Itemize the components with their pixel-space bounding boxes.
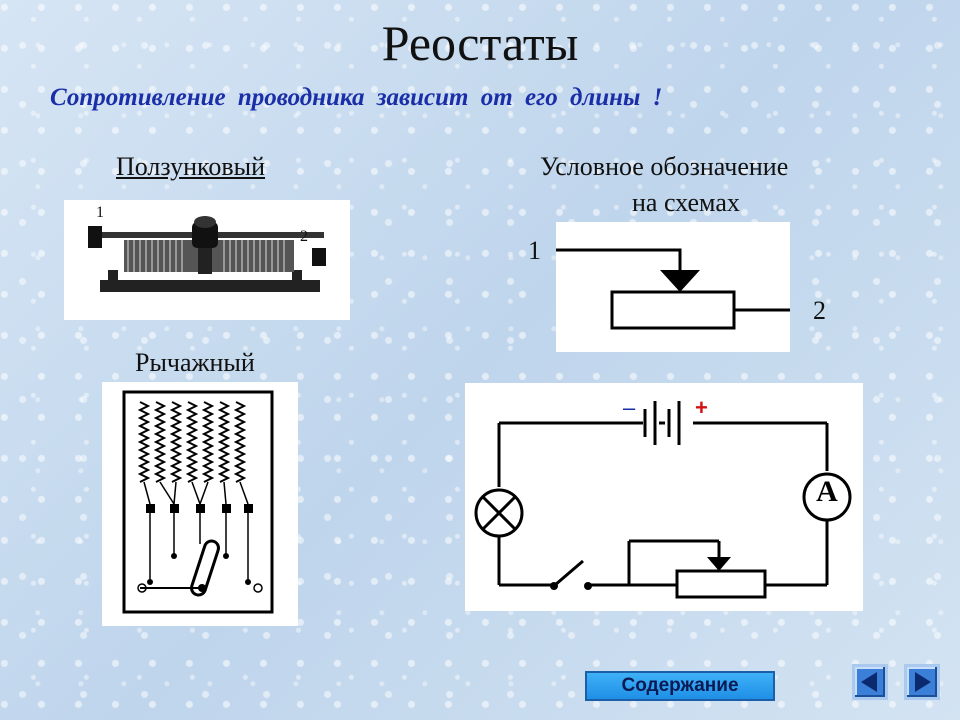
lever-rheostat-drawing <box>122 390 274 614</box>
next-slide-button[interactable] <box>904 664 940 700</box>
circuit-diagram: – + A <box>465 383 863 611</box>
contents-button[interactable]: Содержание <box>585 671 775 701</box>
slider-rheostat-picture: 1 2 <box>64 200 350 320</box>
symbol-terminal-2: 2 <box>813 296 826 325</box>
symbol-terminal-1: 1 <box>528 236 541 265</box>
page-title: Реостаты <box>381 15 579 71</box>
rheostat-symbol-icon <box>556 248 790 330</box>
slider-rheostat-label: Ползунковый <box>116 152 266 181</box>
ammeter-label: A <box>816 475 838 508</box>
switch-contact-left-icon <box>547 579 561 593</box>
arrow-left-icon <box>861 672 877 692</box>
ammeter-icon <box>801 471 853 523</box>
circuit-wires <box>497 421 829 587</box>
lever-rheostat-label: Рычажный <box>135 348 255 377</box>
slider-rheostat-drawing <box>88 216 326 292</box>
slider-terminal-1: 1 <box>96 204 104 221</box>
battery-plus-sign: + <box>695 395 708 420</box>
rheostat-symbol-panel <box>556 222 790 352</box>
battery-minus-sign: – <box>623 395 636 420</box>
lamp-icon <box>473 487 525 539</box>
symbol-caption-line1: Условное обозначение <box>540 152 789 181</box>
lever-rheostat-picture <box>102 382 298 626</box>
switch-contact-right-icon <box>581 579 595 593</box>
arrow-right-icon <box>915 672 931 692</box>
prev-slide-button[interactable] <box>852 664 888 700</box>
symbol-caption-line2: на схемах <box>632 188 740 217</box>
subtitle: Сопротивление проводника зависит от его … <box>50 84 663 111</box>
slider-terminal-2: 2 <box>300 228 308 245</box>
battery-icon <box>635 395 701 451</box>
circuit-rheostat-icon <box>673 553 769 601</box>
